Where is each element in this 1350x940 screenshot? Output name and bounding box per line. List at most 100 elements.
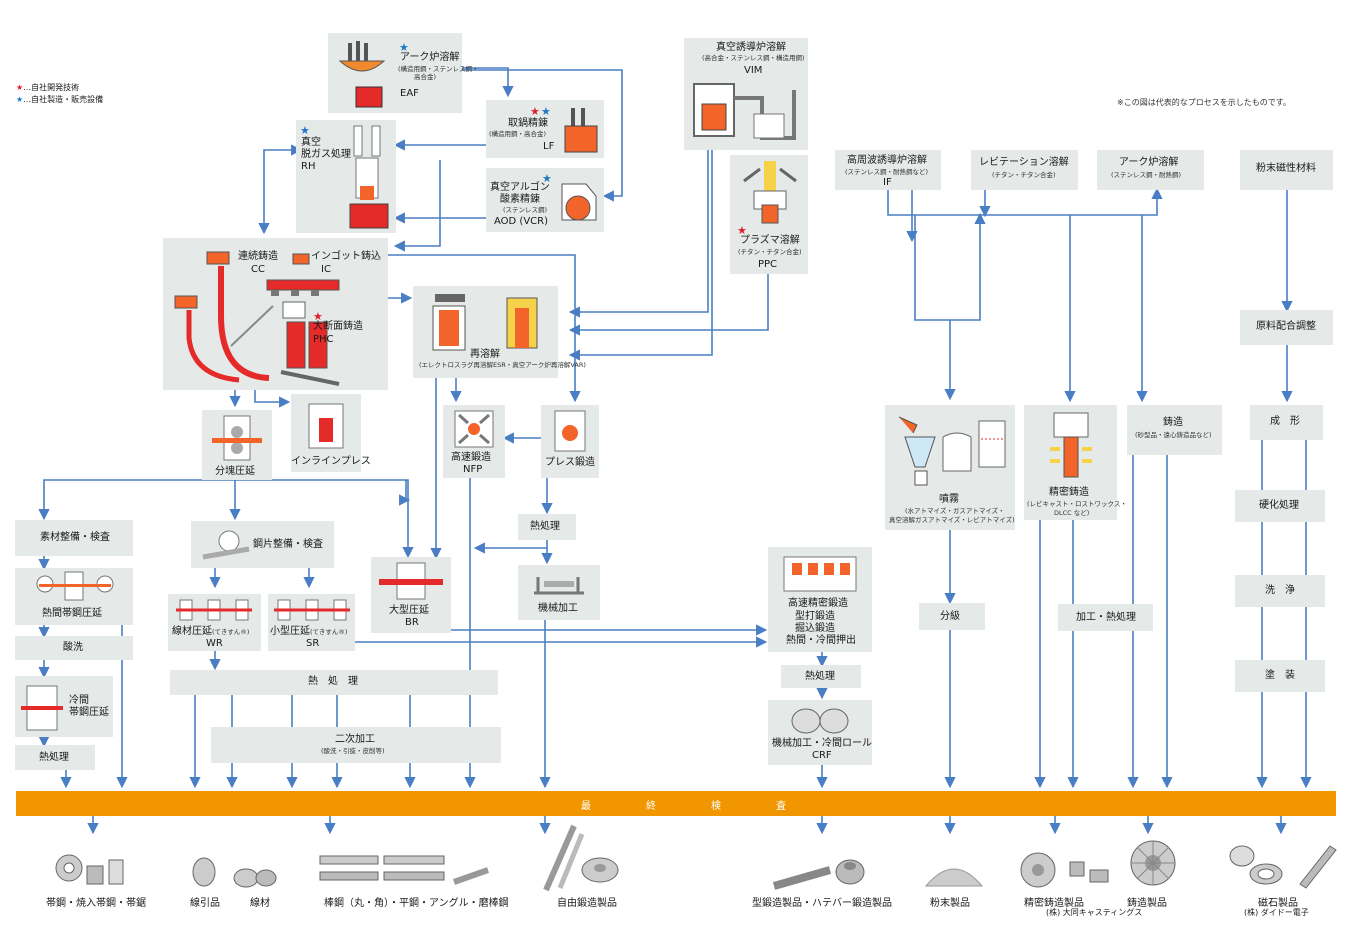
eaf-box: ★ アーク炉溶解 (構造用鋼・ステンレス鋼・ 高合金) EAF — [328, 33, 479, 113]
classify-box: 分級 — [919, 603, 985, 630]
rh-code: RH — [301, 161, 316, 172]
cold-strip-line2: 帯鋼圧延 — [69, 707, 109, 718]
magnet-forming-box: 成 形 — [1250, 405, 1323, 440]
cc-code: CC — [251, 264, 265, 275]
sr-code: SR — [306, 638, 320, 649]
lf-sub: (構造用鋼・高合金) — [489, 130, 547, 138]
magnet-company: (株) ダイドー電子 — [1244, 908, 1309, 917]
sr-title: 小型圧延 — [270, 626, 310, 637]
br-box: 大型圧延 BR — [371, 557, 451, 633]
aod-line1: 真空アルゴン — [490, 182, 550, 193]
forging-press-illustration — [783, 556, 857, 592]
blue-star-icon: ★ — [399, 41, 409, 54]
pickling-box: 酸洗 — [15, 636, 133, 660]
die-forged-parts-icon — [772, 859, 865, 890]
mid-heat-treatment-box: 熱 処 理 — [170, 670, 498, 695]
inline-press-title: インラインプレス — [291, 456, 371, 467]
blooming-box: 分塊圧延 — [202, 410, 272, 480]
casting2-box: 鋳造 (砂型品・遠心鋳造品など) — [1127, 405, 1222, 455]
cold-strip-line1: 冷間 — [69, 695, 89, 706]
crf-code: CRF — [812, 750, 832, 761]
hot-strip-box: 熱間帯鋼圧延 — [15, 568, 133, 625]
final-inspection-char: 終 — [646, 801, 656, 812]
atomize-sub2: 真空溶解ガスアトマイズ・レビアトマイズ) — [889, 516, 1015, 524]
product-die-forged: 型鍛造製品・ハテバー鍛造製品 — [752, 898, 892, 909]
if-box: 高周波誘導炉溶解 (ステンレス鋼・耐熱鋼など) IF — [835, 150, 941, 190]
remelt-title: 再溶解 — [470, 349, 500, 360]
prec-cast-sub2: DLCC など) — [1054, 509, 1090, 517]
steel-bars-icon — [319, 855, 489, 885]
eaf-sub1: (構造用鋼・ステンレス鋼・ — [398, 65, 479, 73]
wr-small: (てきすん®) — [212, 628, 250, 636]
blooming-mill-illustration — [212, 415, 262, 461]
lf-box: ★ ★ 取鍋精錬 (構造用鋼・高合金) LF — [486, 100, 604, 158]
wire-rod-mill-illustration — [176, 599, 252, 621]
secondary-title: 二次加工 — [335, 734, 375, 745]
magnet-washing-box: 洗 浄 — [1235, 575, 1325, 607]
magnet-mix-box: 原料配合調整 — [1240, 310, 1333, 345]
blue-star-icon: ★ — [300, 124, 310, 137]
aod-code: AOD (VCR) — [494, 216, 548, 227]
crf-box: 機械加工・冷間ロール CRF — [768, 700, 872, 765]
ic-code: IC — [321, 264, 331, 275]
wr-box: 線材圧延(てきすん®) WR — [168, 594, 261, 651]
wr-title: 線材圧延 — [172, 626, 212, 637]
heat-treatment-box: 熱処理 — [518, 514, 576, 540]
machining-title: 機械加工 — [538, 603, 578, 614]
press-forging-title: プレス鍛造 — [545, 457, 595, 468]
nfp-code: NFP — [463, 464, 483, 475]
levitation-box: レビテーション溶解 (チタン・チタン合金) — [971, 150, 1078, 190]
crf-title: 機械加工・冷間ロール — [772, 738, 872, 749]
aod-sub: (ステンレス鋼) — [503, 206, 548, 214]
billet-prep-box: 鋼片整備・検査 — [191, 521, 334, 568]
strip-heat-treatment-title: 熱処理 — [39, 752, 69, 763]
forge-heat-treatment-box: 熱処理 — [781, 665, 861, 688]
process-heat-box: 加工・熱処理 — [1058, 604, 1153, 631]
vim-code: VIM — [744, 65, 763, 76]
arc2-title: アーク炉溶解 — [1119, 157, 1179, 168]
turbine-wheel-icon — [1020, 852, 1109, 888]
forge-heat-treatment-title: 熱処理 — [805, 671, 835, 682]
lf-code: LF — [543, 141, 555, 152]
precision-forging-box: 高速精密鍛造 型打鍛造 掘込鍛造 熱間・冷間押出 — [768, 547, 872, 652]
precision-forging-line3: 掘込鍛造 — [795, 623, 835, 634]
product-precision-cast: 精密鋳造製品 — [1024, 898, 1084, 909]
converter-illustration — [561, 183, 597, 221]
br-code: BR — [405, 617, 419, 628]
vim-sub: (高合金・ステンレス鋼・構造用鋼) — [702, 54, 805, 62]
continuous-caster-illustration — [174, 251, 274, 383]
plasma-furnace-illustration — [743, 161, 797, 224]
small-bar-mill-illustration — [274, 599, 350, 621]
ppc-box: ★ プラズマ溶解 (チタン・チタン合金) PPC — [730, 155, 808, 274]
casting2-title: 鋳造 — [1163, 417, 1183, 428]
product-free-forged: 自由鍛造製品 — [557, 898, 617, 909]
final-inspection-band: 最 終 検 査 — [16, 791, 1336, 816]
ppc-code: PPC — [758, 259, 778, 270]
product-powder: 粉末製品 — [930, 898, 970, 909]
machining-box: 機械加工 — [518, 565, 600, 620]
aod-box: ★ 真空アルゴン 酸素精錬 (ステンレス鋼) AOD (VCR) — [486, 168, 604, 232]
vacuum-induction-furnace-illustration — [693, 83, 796, 140]
rh-line2: 脱ガス処理 — [301, 149, 351, 160]
ingot-casting-illustration — [266, 253, 340, 296]
precision-forging-line1: 高速精密鍛造 — [788, 598, 848, 609]
magnet-forming-title: 成 形 — [1270, 416, 1300, 427]
cold-strip-mill-illustration — [21, 685, 63, 731]
powder-pile-icon — [924, 868, 984, 887]
secondary-sub: (酸洗・引抜・皮削等) — [321, 747, 385, 755]
nfp-box: 高速鍛造 NFP — [443, 405, 505, 478]
blooming-title: 分塊圧延 — [215, 466, 255, 477]
casting2-sub: (砂型品・遠心鋳造品など) — [1135, 431, 1212, 439]
precision-cast-company: (株) 大同キャスティングス — [1046, 908, 1143, 917]
atomizer-illustration — [898, 416, 1006, 486]
eaf-title: アーク炉溶解 — [400, 52, 460, 63]
material-prep-box: 素材整備・検査 — [15, 520, 133, 556]
precision-forging-line2: 型打鍛造 — [795, 611, 835, 622]
arc-furnace-illustration — [338, 41, 386, 108]
forged-shaft-icon — [543, 824, 619, 892]
if-code: IF — [883, 177, 892, 188]
sr-small: (てきすん®) — [310, 628, 348, 636]
eaf-code: EAF — [400, 88, 419, 99]
prec-cast-sub1: (レビキャスト・ロストワックス・ — [1027, 500, 1127, 508]
final-inspection-char: 検 — [711, 801, 721, 812]
